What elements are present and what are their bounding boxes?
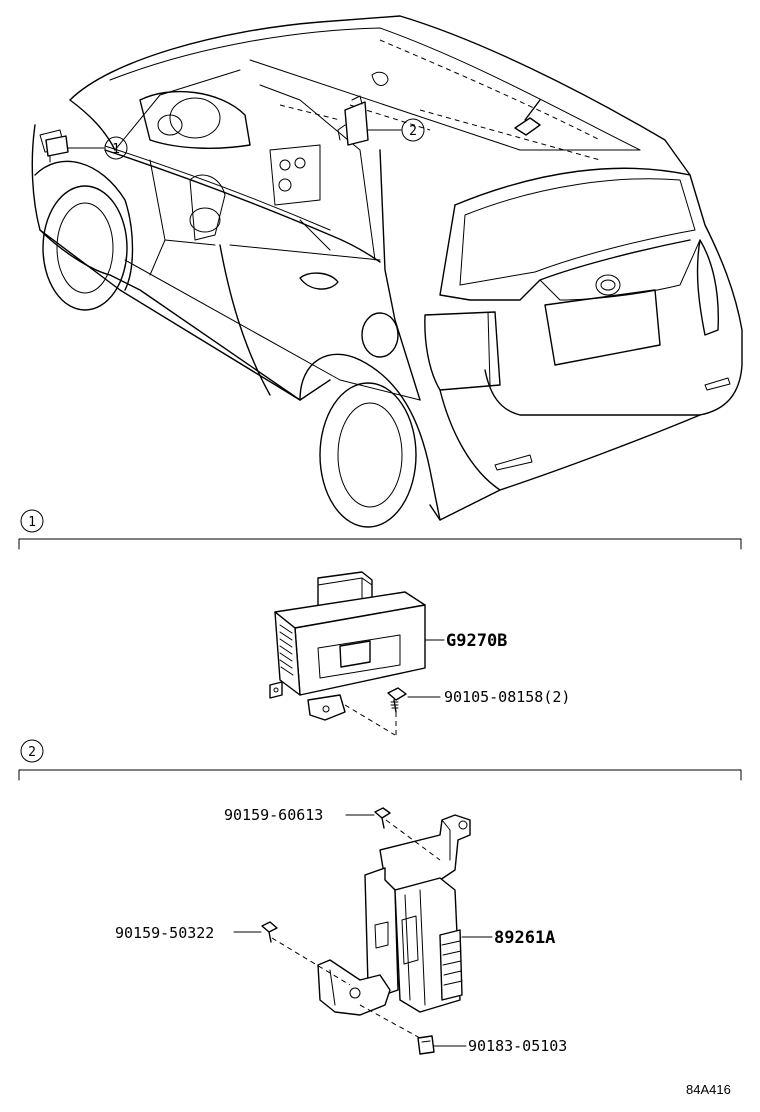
section-2-label: 2 [28,745,36,760]
part-label-89261a: 89261A [494,928,555,948]
section-1-header [18,509,742,550]
part-label-90183-05103: 90183-05103 [468,1037,567,1055]
part-label-90105-08158: 90105-08158(2) [444,688,570,706]
bracket-89261a-illustration [261,807,471,1055]
section-2-header [18,739,742,781]
part-label-90159-60613: 90159-60613 [224,806,323,824]
callout-1-leader [67,136,128,160]
vehicle-illustration [31,15,743,528]
callout-2-leader [367,118,425,142]
callout-1-label: 1 [112,142,120,157]
module-g9270b-illustration [269,571,426,736]
part-label-90159-50322: 90159-50322 [115,924,214,942]
section-1-label: 1 [28,515,36,530]
diagram-reference-code: 84A416 [686,1082,731,1097]
part-label-g9270b: G9270B [446,631,507,651]
callout-2-label: 2 [409,124,417,139]
